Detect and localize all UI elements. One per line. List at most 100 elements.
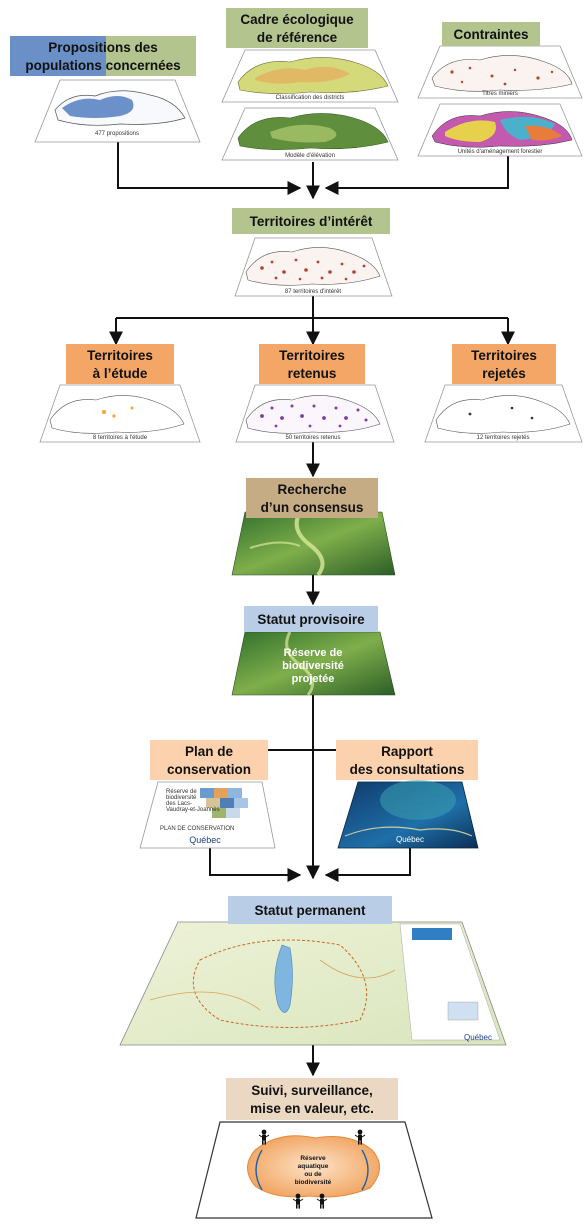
propositions-title-line1: Propositions des (48, 40, 158, 55)
rejetes-caption: 12 territoires rejetés (476, 435, 529, 441)
rapport-city-lights (344, 826, 473, 837)
propositions-map-fill (62, 96, 134, 118)
rejetes-map-outline (435, 395, 571, 434)
plan-document-title-line1: Réserve de (166, 789, 197, 795)
plan-document-title-line4: Vaudray-et-Joannès (166, 807, 220, 813)
etude-caption: 8 territoires à l'étude (93, 435, 148, 441)
suivi-node: Réserve aquatique ou de biodiversité Sui… (195, 1078, 433, 1219)
permanent-lake (274, 944, 293, 1013)
propositions-caption: 477 propositions (95, 131, 139, 137)
plan-document-mosaic (200, 788, 248, 818)
interet-label-bg (232, 208, 390, 234)
rapport-title-line1: Rapport (381, 744, 433, 759)
retenus-label-bg (259, 344, 365, 384)
permanent-title: Statut permanent (254, 903, 366, 918)
provisoire-node: Réserve de biodiversité projetée Statut … (231, 606, 396, 696)
consensus-terrain-image (231, 511, 396, 576)
permanent-quebec-logo: Québec (464, 1033, 492, 1042)
suivi-arc-left (255, 1149, 263, 1191)
suivi-inner-text-line1: Réserve (300, 1155, 326, 1162)
contraintes-caption-2: Unités d'aménagement forestier (458, 149, 543, 155)
permanent-legend-header (412, 928, 452, 940)
cadre-node: Classification des districts Modèle d'él… (221, 8, 399, 161)
contraintes-forest-unit-c (525, 125, 562, 141)
permanent-reserve-boundary (192, 939, 368, 1028)
suivi-title-line2: mise en valeur, etc. (250, 1101, 374, 1116)
contraintes-node: Titres miniers Unités d'aménagement fore… (417, 22, 583, 157)
plan-quebec-logo: Québec (189, 835, 221, 845)
rejetes-title-line2: rejetés (482, 366, 526, 381)
interet-title: Territoires d’intérêt (250, 214, 373, 229)
suivi-title-line1: Suivi, surveillance, (251, 1083, 373, 1098)
rejetes-territories (468, 406, 534, 420)
rapport-globe (380, 780, 456, 820)
suivi-label-bg (226, 1078, 398, 1120)
retenus-caption: 50 territoires retenus (285, 435, 340, 441)
etude-title-line1: Territoires (87, 348, 153, 363)
interet-map-outline (245, 247, 381, 286)
provisoire-river (285, 631, 314, 696)
cadre-caption-1: Classification des districts (276, 95, 345, 101)
plan-title-line1: Plan de (185, 744, 234, 759)
etude-title-line2: à l’étude (93, 366, 148, 381)
suivi-reserve-blob (247, 1135, 380, 1198)
contraintes-mining-claims (450, 66, 554, 86)
consensus-label-bg (246, 478, 378, 518)
suivi-inner-text-line2: aquatique (298, 1163, 329, 1170)
permanent-roads (149, 959, 396, 1011)
cadre-districts-map-detail (255, 66, 350, 84)
rapport-label-bg (336, 740, 478, 780)
person-icon (316, 1193, 328, 1209)
provisoire-label-bg (244, 606, 378, 632)
cadre-elevation-highlands (270, 124, 337, 143)
consensus-node: Recherche d’un consensus (231, 478, 396, 577)
contraintes-label-bg (442, 22, 540, 46)
interet-caption: 87 territoires d'intérêt (285, 289, 342, 295)
suivi-inner-text-line4: biodiversité (295, 1179, 332, 1186)
permanent-inset-map (447, 1001, 479, 1021)
plan-label-bg (150, 740, 268, 780)
cadre-label-bg (226, 8, 368, 48)
propositions-label-bg-green (106, 36, 196, 76)
provisoire-map-text-line1: Réserve de (284, 647, 343, 659)
rapport-quebec-logo: Québec (396, 835, 424, 844)
retenus-territories (260, 404, 368, 428)
cadre-caption-2: Modèle d'élévation (285, 153, 335, 159)
rejetes-node: 12 territoires rejetés Territoires rejet… (424, 344, 583, 443)
retenus-node: 50 territoires retenus Territoires reten… (235, 344, 395, 443)
propositions-label-bg-blue (10, 36, 106, 76)
permanent-node: Québec Statut permanent (119, 896, 507, 1046)
person-icon (258, 1129, 270, 1145)
retenus-title-line2: retenus (288, 366, 337, 381)
consensus-title-line1: Recherche (277, 482, 347, 497)
provisoire-map-text-line3: projetée (292, 673, 335, 685)
consensus-title-line2: d’un consensus (261, 500, 364, 515)
consensus-river-branch (249, 541, 301, 549)
retenus-map-outline (245, 395, 381, 434)
rejetes-title-line1: Territoires (471, 348, 537, 363)
plan-document-footer: PLAN DE CONSERVATION (160, 826, 234, 832)
etude-territories (102, 406, 134, 418)
plan-title-line2: conservation (167, 762, 251, 777)
permanent-label-bg (228, 896, 392, 924)
person-icon (354, 1129, 366, 1145)
suivi-inner-text-line3: ou de (304, 1171, 322, 1178)
contraintes-forest-unit-a (445, 120, 496, 142)
consensus-river (294, 511, 325, 577)
etude-label-bg (66, 344, 174, 384)
person-icon (292, 1193, 304, 1209)
propositions-node: 477 propositions Propositions des popula… (10, 36, 201, 143)
provisoire-title: Statut provisoire (257, 612, 365, 627)
retenus-title-line1: Territoires (279, 348, 345, 363)
interet-node: 87 territoires d'intérêt Territoires d’i… (232, 208, 393, 297)
contraintes-mining-map (431, 55, 573, 92)
suivi-arc-right (361, 1149, 369, 1191)
cadre-title-line1: Cadre écologique (240, 12, 354, 27)
rapport-title-line2: des consultations (350, 762, 465, 777)
rapport-node: Québec Rapport des consultations (336, 740, 479, 849)
interet-territories (260, 258, 366, 281)
etude-map-outline (49, 395, 185, 434)
permanent-legend-panel (399, 923, 501, 1041)
provisoire-map-text-line2: biodiversité (282, 660, 344, 672)
